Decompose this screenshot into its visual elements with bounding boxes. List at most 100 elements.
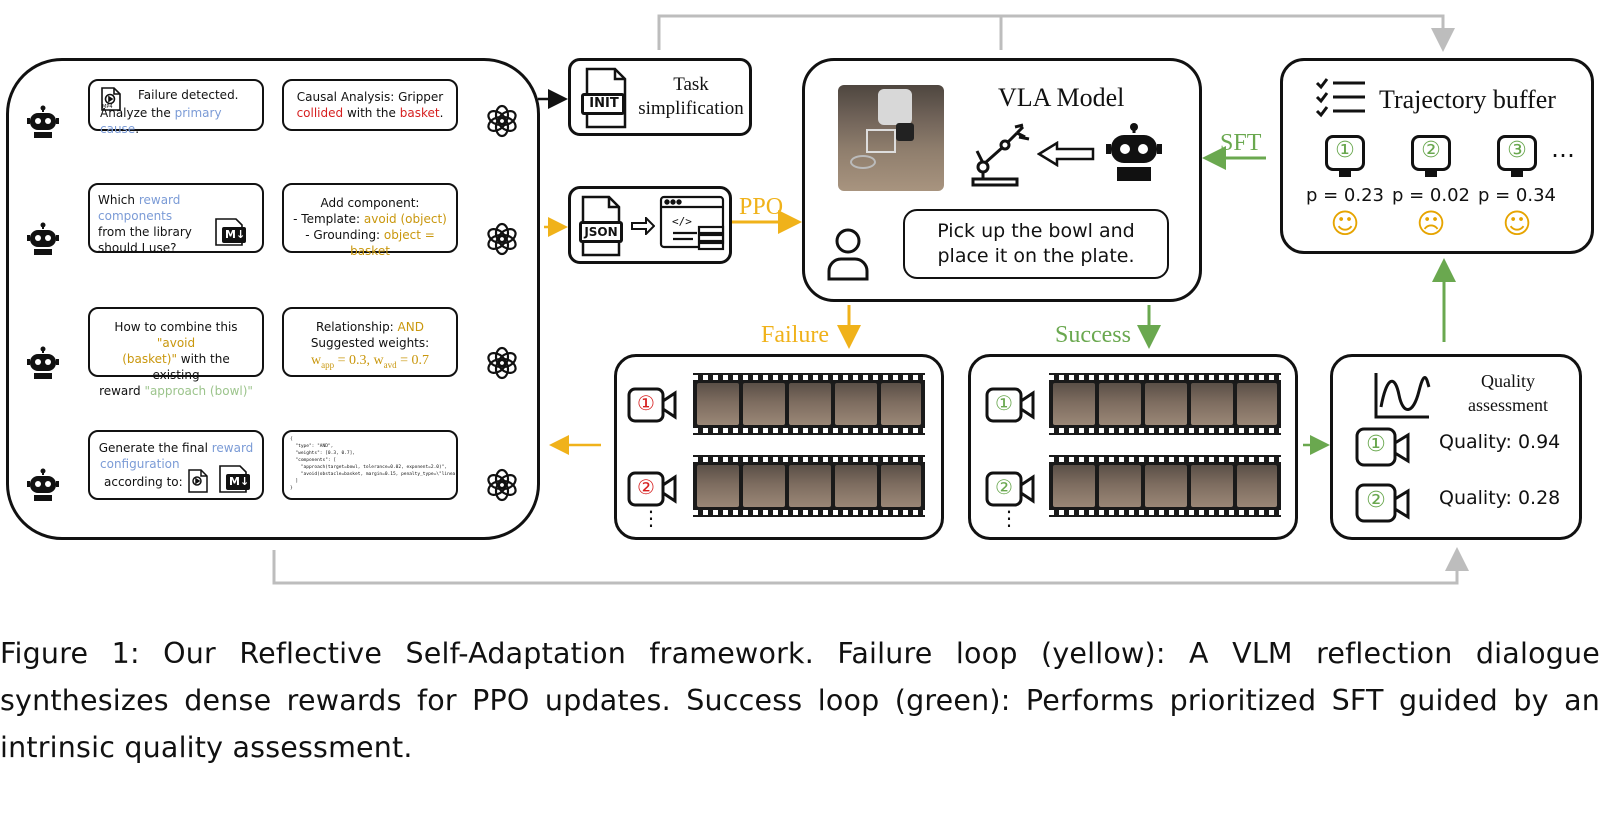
question-2-text: should I use? xyxy=(98,241,177,255)
film-frame xyxy=(881,465,921,507)
markdown-label: M↓ xyxy=(229,475,250,488)
markdown-label: M↓ xyxy=(225,228,246,241)
camera-number: ① xyxy=(637,391,655,415)
more-dots: ⋮ xyxy=(999,506,1019,530)
question-4-text: according to: xyxy=(104,475,183,489)
scene-image xyxy=(838,85,944,191)
weights-formula-part: app xyxy=(321,359,335,370)
monitor-icon xyxy=(1325,135,1365,171)
buffer-title: Trajectory buffer xyxy=(1379,85,1556,114)
quality-assessment-panel: Quality assessment ① Quality: 0.94 ② Qua… xyxy=(1330,354,1582,540)
vla-model-panel: VLA Model Pick up the bowl and place it … xyxy=(802,58,1202,302)
question-2-text: from the library xyxy=(98,225,192,239)
code-line: "avoid(obstacle=basket, margin=0.15, pen… xyxy=(290,472,458,477)
question-4-text: Generate the final xyxy=(98,441,212,455)
answer-3-text: Suggested weights: xyxy=(310,336,430,350)
question-3-text: How to combine this xyxy=(114,320,238,334)
init-label: INIT xyxy=(589,96,619,111)
instruction-bubble: Pick up the bowl and place it on the pla… xyxy=(903,209,1169,279)
camera-icon: ② xyxy=(627,469,679,509)
film-frame xyxy=(1099,383,1141,425)
buffer-item-probability: p = 0.34 xyxy=(1477,185,1557,206)
film-frame xyxy=(1145,383,1187,425)
json-config-box: JSON </> xyxy=(568,186,732,264)
film-strip xyxy=(1049,455,1281,517)
buffer-item: ① p = 0.23 ☺ xyxy=(1305,135,1385,245)
answer-1-line1: Causal Analysis: Gripper xyxy=(296,90,444,104)
film-frame xyxy=(697,383,739,425)
weights-formula-part: w xyxy=(310,353,322,368)
video-file-icon xyxy=(186,468,210,494)
buffer-item: ③ p = 0.34 ☺ xyxy=(1477,135,1557,245)
film-strip xyxy=(693,373,925,435)
task-label: simplification xyxy=(638,98,744,119)
code-line: "approach(target=bowl, tolerance=0.02, e… xyxy=(290,465,448,470)
film-frame xyxy=(881,383,921,425)
buffer-item-number: ③ xyxy=(1507,138,1527,163)
question-bubble-3: How to combine this "avoid (basket)" wit… xyxy=(88,307,264,398)
camera-icon: ① xyxy=(627,385,679,425)
camera-number: ② xyxy=(1366,488,1386,513)
answer-2-text: Add component: xyxy=(320,196,420,210)
question-3-text: with the existing xyxy=(152,352,230,382)
question-bubble-4: Generate the final reward configuration … xyxy=(88,430,264,500)
arrow-right-icon xyxy=(631,217,655,235)
question-2-highlight: reward components xyxy=(98,193,181,223)
question-1-text: Analyze the xyxy=(100,106,175,120)
json-file-icon: JSON xyxy=(577,195,629,257)
top-gray-connector xyxy=(657,14,1455,52)
camera-icon: ② xyxy=(1355,481,1411,525)
answer-1-highlight: collided xyxy=(296,106,344,120)
film-frame xyxy=(1191,465,1233,507)
sft-label: SFT xyxy=(1220,130,1262,156)
code-line: "type": "AND", xyxy=(290,444,334,449)
answer-1-highlight: basket xyxy=(399,106,440,120)
code-line: { xyxy=(290,437,293,442)
more-dots: ⋮ xyxy=(641,506,661,530)
json-label: JSON xyxy=(584,225,618,239)
answer-2-text: - Template: xyxy=(293,212,364,226)
svg-text:</>: </> xyxy=(672,215,692,228)
code-line: "weights": [0.3, 0.7], xyxy=(290,451,356,456)
answer-2-highlight: avoid (object) xyxy=(363,212,447,226)
film-frame xyxy=(789,465,831,507)
markdown-file-icon: M↓ xyxy=(214,215,248,247)
vla-title: VLA Model xyxy=(998,83,1125,112)
success-trajectories-panel: ① ② ⋮ xyxy=(968,354,1298,540)
robot-icon xyxy=(1106,123,1162,181)
code-line: } xyxy=(290,486,293,491)
monitor-icon xyxy=(1497,135,1537,171)
answer-2-text: - Grounding: xyxy=(305,228,384,242)
wave-chart-icon xyxy=(1374,373,1431,419)
film-strip xyxy=(693,455,925,517)
answer-3-highlight: AND xyxy=(397,320,424,334)
weights-formula-part: = 0.3, w xyxy=(334,353,384,368)
answer-1-text: . xyxy=(439,106,444,120)
robot-icon xyxy=(27,222,59,255)
code-line: ] xyxy=(290,479,299,484)
film-frame xyxy=(835,465,877,507)
ppo-label: PPO xyxy=(739,194,784,220)
question-bubble-2: Which reward components from the library… xyxy=(88,183,264,255)
gpt-logo-icon xyxy=(487,346,517,380)
film-frame xyxy=(743,465,785,507)
answer-2-highlight: object = basket xyxy=(350,228,435,258)
camera-number: ② xyxy=(995,475,1013,499)
failure-trajectories-panel: ① ② ⋮ xyxy=(614,354,944,540)
question-4-highlight: reward xyxy=(211,441,254,455)
camera-number: ② xyxy=(637,475,655,499)
film-frame xyxy=(1237,383,1277,425)
robot-icon xyxy=(27,468,59,501)
video-file-icon: MP4 xyxy=(98,86,124,112)
camera-number: ① xyxy=(1366,432,1386,457)
question-1-text: . xyxy=(135,122,140,136)
question-3-text: reward xyxy=(99,384,145,398)
monitor-icon xyxy=(1411,135,1451,171)
left-arrow-icon xyxy=(1037,141,1095,167)
film-strip xyxy=(1049,373,1281,435)
task-simplification-box: INIT Task simplification xyxy=(568,58,752,136)
question-4-highlight: configuration xyxy=(100,457,180,471)
film-frame xyxy=(743,383,785,425)
film-frame xyxy=(1053,465,1095,507)
code-bubble: { "type": "AND", "weights": [0.3, 0.7], … xyxy=(282,430,458,500)
